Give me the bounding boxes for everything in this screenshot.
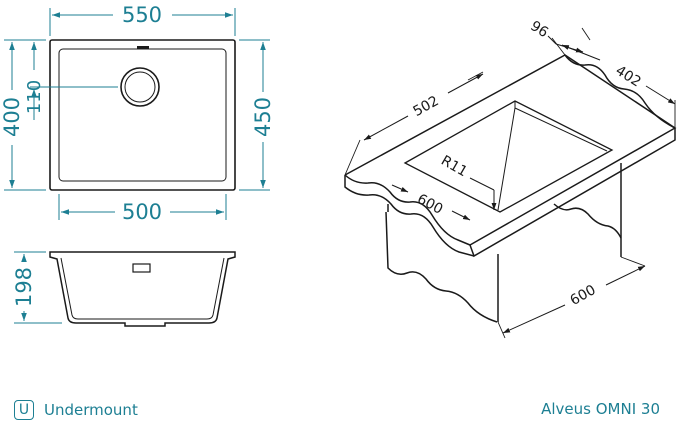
dim-line-96b bbox=[547, 35, 557, 45]
countertop-front-edge bbox=[469, 128, 676, 258]
dim-96: 96 bbox=[527, 18, 551, 41]
side-extension-lines bbox=[14, 251, 62, 324]
dim-402: 402 bbox=[613, 63, 644, 91]
drain-outer bbox=[120, 67, 160, 107]
dim-198: 198 bbox=[12, 267, 36, 307]
sink-bowl-wall bbox=[497, 101, 608, 211]
dim-line-502 bbox=[363, 115, 409, 141]
dim-600-depth: 600 bbox=[567, 282, 598, 309]
undermount-icon: U bbox=[14, 400, 34, 420]
cabinet-back-side bbox=[553, 203, 622, 239]
product-name: Alveus OMNI 30 bbox=[541, 400, 660, 418]
dim-line-502b bbox=[447, 73, 484, 94]
dim-400: 400 bbox=[0, 97, 24, 137]
overflow-slot bbox=[137, 46, 149, 49]
isometric-view bbox=[344, 27, 677, 339]
sink-outer-outline bbox=[49, 39, 236, 191]
dim-550: 550 bbox=[122, 3, 162, 27]
dim-line-600-cabinet bbox=[391, 184, 409, 193]
dim-line-600-depth bbox=[502, 304, 566, 334]
side-view: 198 bbox=[12, 251, 236, 327]
sink-profile-inner bbox=[60, 257, 225, 320]
countertop-left-break-lower bbox=[344, 175, 475, 257]
top-view: 550 400 110 450 500 bbox=[0, 3, 275, 224]
countertop-back-break bbox=[564, 54, 676, 129]
dim-line-402 bbox=[561, 44, 601, 61]
countertop-top-face bbox=[344, 54, 677, 246]
overflow-fitting bbox=[132, 263, 151, 273]
dim-r11: R11 bbox=[438, 153, 470, 181]
top-extension-lines bbox=[4, 8, 270, 220]
drain-inner bbox=[124, 71, 156, 103]
iso-extension-lines bbox=[344, 27, 676, 339]
cabinet-left-side bbox=[385, 211, 498, 323]
mount-label: Undermount bbox=[44, 401, 138, 419]
dim-line-600-depth-b bbox=[605, 265, 646, 286]
dim-line-r11 bbox=[469, 177, 495, 191]
dim-line-402b bbox=[645, 85, 676, 105]
sink-profile-outer bbox=[49, 251, 236, 327]
dim-line-600-cabinet-b bbox=[451, 210, 471, 221]
dim-502: 502 bbox=[410, 93, 441, 120]
dim-450: 450 bbox=[251, 97, 275, 137]
countertop-left-break bbox=[344, 174, 471, 246]
sink-opening bbox=[403, 100, 614, 213]
dim-500: 500 bbox=[122, 200, 162, 224]
dim-110: 110 bbox=[24, 80, 45, 114]
mount-type: U Undermount bbox=[14, 400, 138, 420]
